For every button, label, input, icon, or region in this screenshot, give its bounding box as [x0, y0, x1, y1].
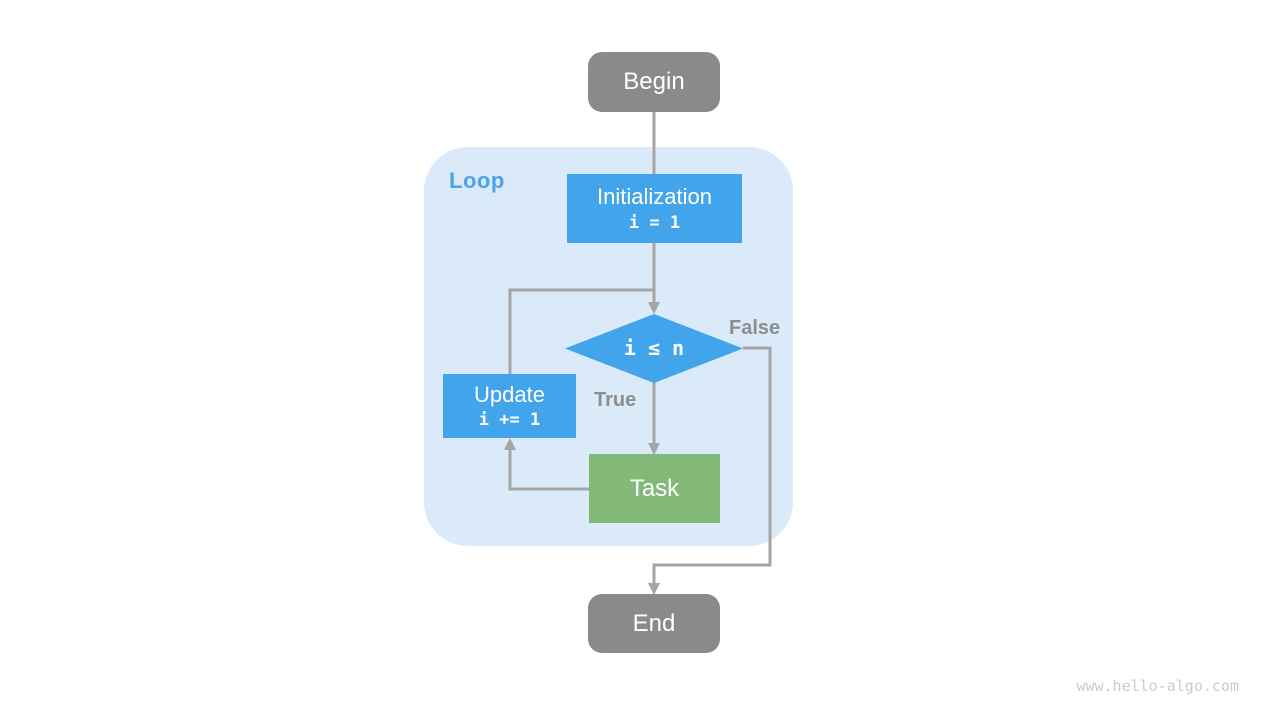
node-begin: Begin — [588, 52, 720, 112]
edge-update-to-condition — [510, 290, 654, 376]
site-watermark: www.hello-algo.com — [1076, 677, 1239, 695]
node-update-code: i += 1 — [478, 410, 541, 431]
edge-label-true: True — [594, 389, 637, 411]
node-initialization-label: Initialization — [597, 184, 712, 210]
edge-task-to-update — [510, 447, 589, 489]
arrowhead-into-end — [648, 583, 660, 595]
arrowhead-into-condition — [648, 302, 660, 314]
node-end: End — [588, 594, 720, 653]
node-update-label: Update — [474, 381, 545, 407]
edge-condition-to-end-false — [654, 348, 770, 587]
node-initialization-code: i = 1 — [628, 212, 681, 233]
node-initialization: Initialization i = 1 — [567, 174, 742, 243]
node-task: Task — [589, 454, 720, 523]
arrowhead-into-update — [504, 438, 516, 450]
node-condition-label: i ≤ n — [623, 336, 685, 360]
loop-scope-label: Loop — [449, 168, 505, 193]
edge-label-false: False — [729, 317, 781, 339]
node-begin-label: Begin — [623, 68, 685, 95]
node-task-label: Task — [629, 474, 680, 502]
node-end-label: End — [632, 609, 676, 637]
arrowhead-into-task — [648, 443, 660, 455]
node-update: Update i += 1 — [443, 374, 576, 438]
